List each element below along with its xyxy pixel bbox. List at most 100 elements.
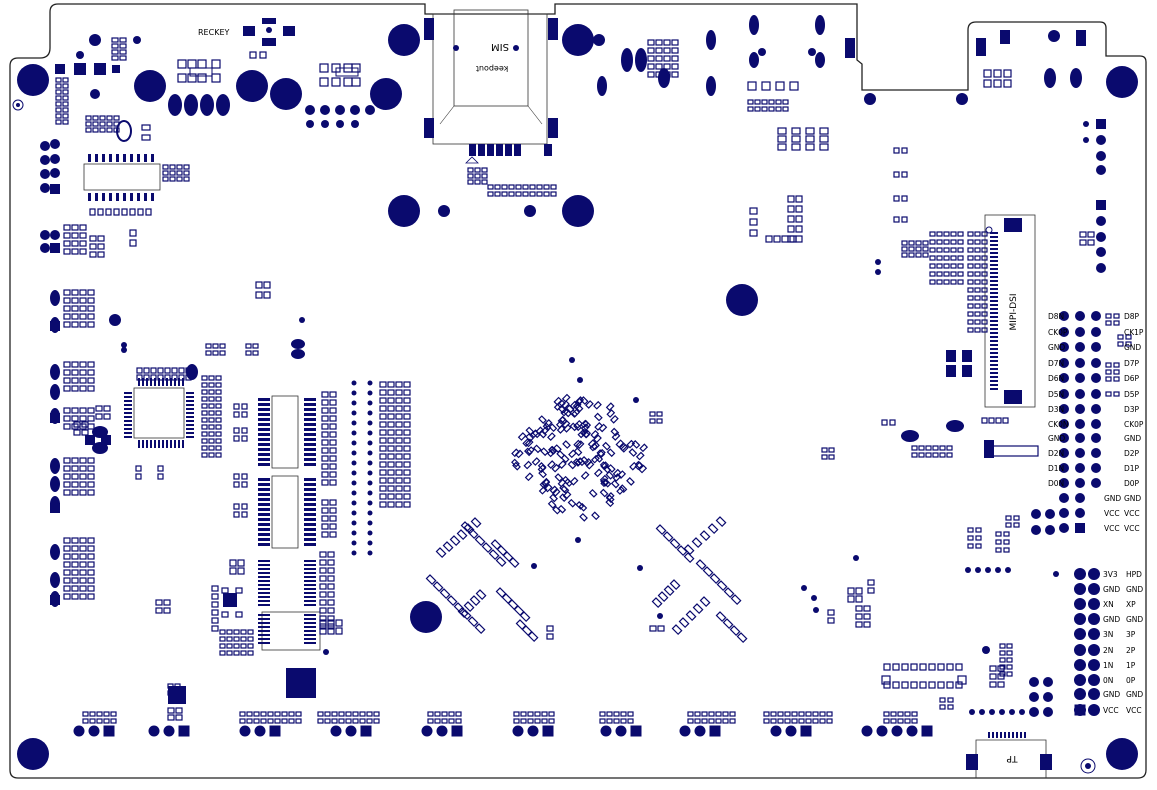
pad: [985, 567, 991, 573]
lvds-pin: [1059, 327, 1069, 337]
pad: [962, 365, 972, 377]
ic-pin: [109, 154, 112, 162]
ic-pin: [130, 154, 133, 162]
edp-left-label: 3V3: [1103, 570, 1118, 579]
tp-pin: [1024, 732, 1026, 738]
oval-pad: [749, 15, 759, 35]
edp-left-label: GND: [1103, 585, 1120, 594]
smd-pad: [987, 445, 1039, 457]
smd-pad: [722, 718, 729, 724]
smd-pad: [763, 711, 770, 717]
smd-pad: [893, 147, 900, 154]
smd-pad: [448, 718, 455, 724]
smd-pad: [918, 445, 925, 451]
smd-pad: [89, 718, 96, 724]
smd-pad: [911, 718, 918, 724]
smd-pad: [795, 205, 803, 213]
smd-pad: [55, 89, 62, 95]
soic-pin: [304, 483, 316, 486]
smd-pad: [241, 403, 248, 410]
smd-pad: [352, 711, 359, 717]
smd-pad: [205, 350, 212, 356]
bga-pad: [590, 429, 600, 439]
pad: [1009, 709, 1015, 715]
smd-pad: [63, 289, 71, 296]
smd-pad: [747, 81, 757, 91]
qfp-pin: [178, 440, 180, 448]
smd-pad: [967, 239, 974, 245]
smd-pad: [989, 673, 997, 680]
smd-pad: [111, 55, 119, 61]
smd-pad: [379, 397, 387, 404]
connector-pin: [990, 288, 998, 290]
pad: [121, 347, 127, 353]
smd-pad: [226, 643, 233, 649]
smd-pad: [201, 452, 208, 458]
soic-pin: [304, 634, 316, 636]
sim-card-holder: SIM keepout: [432, 9, 548, 145]
smd-pad: [936, 231, 943, 237]
header-pin: [861, 725, 873, 737]
smd-pad: [327, 607, 335, 614]
smd-pad: [119, 37, 127, 43]
smd-pad: [736, 632, 748, 644]
smd-pad: [522, 184, 529, 190]
connector-pin: [990, 328, 998, 330]
smd-pad: [453, 602, 465, 614]
oval-pad: [946, 420, 964, 432]
tp-pin: [1020, 732, 1022, 738]
lvds-right-label: D5P: [1124, 390, 1140, 399]
smd-pad: [157, 367, 164, 374]
via: [367, 460, 373, 466]
soic-pin: [258, 483, 270, 486]
smd-pad: [527, 711, 534, 717]
smd-pad: [319, 599, 327, 606]
smd-pad: [113, 208, 120, 216]
bga-pad: [557, 405, 567, 414]
smd-pad: [892, 663, 900, 671]
via: [367, 500, 373, 506]
smd-pad: [387, 461, 395, 468]
soic-pin: [304, 428, 316, 431]
bga-pad: [557, 478, 567, 488]
smd-pad: [671, 63, 679, 70]
chip-outline-left: [83, 163, 161, 191]
smd-pad: [379, 405, 387, 412]
connector-pin: [990, 380, 998, 382]
soic-pin: [304, 638, 316, 640]
bga-pad: [591, 441, 600, 451]
header-pin: [421, 725, 433, 737]
smd-pad: [950, 255, 957, 261]
smd-pad: [957, 263, 964, 269]
smd-pad: [855, 587, 863, 595]
smd-pad: [770, 718, 777, 724]
bga-pad: [554, 473, 564, 482]
soic-pin: [258, 634, 270, 636]
smd-pad: [321, 455, 329, 462]
smd-pad: [55, 83, 62, 89]
soic-pin: [258, 518, 270, 521]
smd-pad: [175, 707, 183, 714]
smd-pad: [135, 473, 142, 480]
smd-pad: [274, 718, 281, 724]
smd-pad: [939, 697, 946, 703]
cap-pad: [635, 48, 647, 72]
smd-pad: [240, 636, 247, 642]
smd-pad: [943, 239, 950, 245]
pad: [875, 259, 881, 265]
bga-pad: [581, 429, 591, 439]
tp-pin: [992, 732, 994, 738]
lvds-pin: [1091, 373, 1101, 383]
smd-pad: [527, 718, 534, 724]
smd-pad: [233, 403, 240, 410]
smd-pad: [212, 343, 219, 349]
smd-pad: [329, 499, 337, 506]
smd-pad: [676, 545, 688, 557]
smd-pad: [687, 711, 694, 717]
smd-pad: [71, 297, 79, 304]
connector-pin: [990, 324, 998, 326]
connector-pin: [990, 336, 998, 338]
header-pin: [1096, 232, 1106, 242]
lvds-pin: [1059, 508, 1069, 518]
smd-pad: [967, 231, 974, 237]
